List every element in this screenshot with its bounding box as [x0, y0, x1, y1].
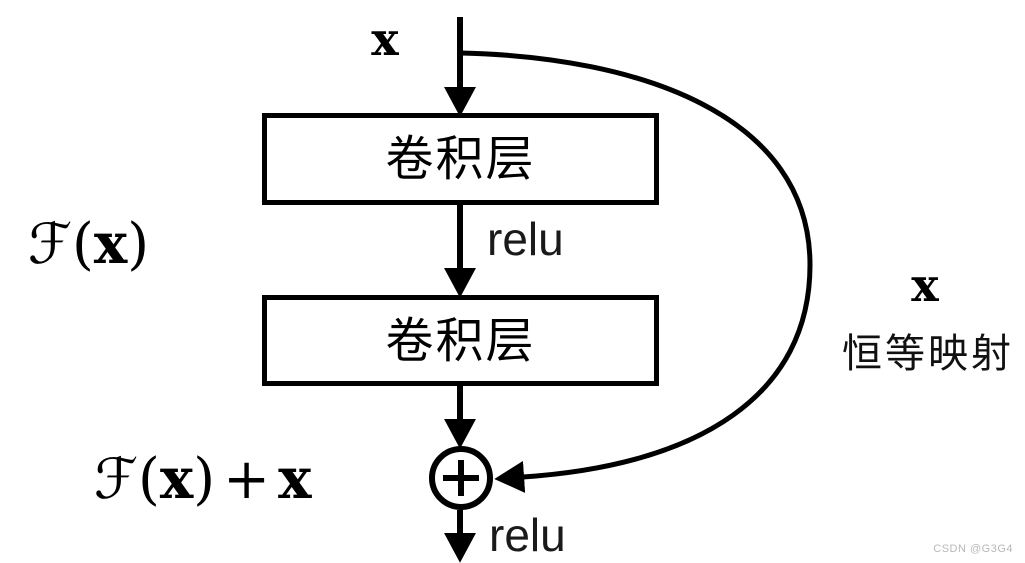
- script-f-glyph: ℱ: [28, 212, 73, 277]
- relu-output-label: relu: [489, 509, 566, 561]
- plus-sign: +: [223, 447, 271, 512]
- skip-connection-curve: [460, 50, 813, 493]
- conv-layer-1-box: 卷积层: [262, 113, 659, 205]
- close-paren: ): [127, 212, 150, 277]
- csdn-watermark: CSDN @G3G4: [933, 543, 1013, 555]
- residual-function-label: ℱ(x): [28, 208, 149, 282]
- close-paren: ): [193, 447, 216, 512]
- open-paren: (: [72, 212, 94, 277]
- x-glyph: x: [159, 446, 194, 512]
- script-f-glyph: ℱ: [94, 447, 139, 512]
- relu-mid-label: relu: [487, 213, 564, 265]
- skip-x-label: x: [911, 258, 939, 312]
- identity-mapping-caption: 恒等映射: [842, 331, 1014, 377]
- plus-circle-icon: [429, 446, 493, 510]
- output-sum-label: ℱ(x)+x: [94, 443, 311, 517]
- conv-layer-2-box: 卷积层: [262, 295, 659, 386]
- input-x-label: x: [371, 12, 399, 66]
- conv-layer-1-label: 卷积层: [385, 131, 536, 187]
- open-paren: (: [138, 447, 160, 512]
- conv-layer-2-label: 卷积层: [385, 312, 536, 369]
- x-glyph: x: [278, 446, 312, 512]
- x-glyph: x: [93, 211, 128, 277]
